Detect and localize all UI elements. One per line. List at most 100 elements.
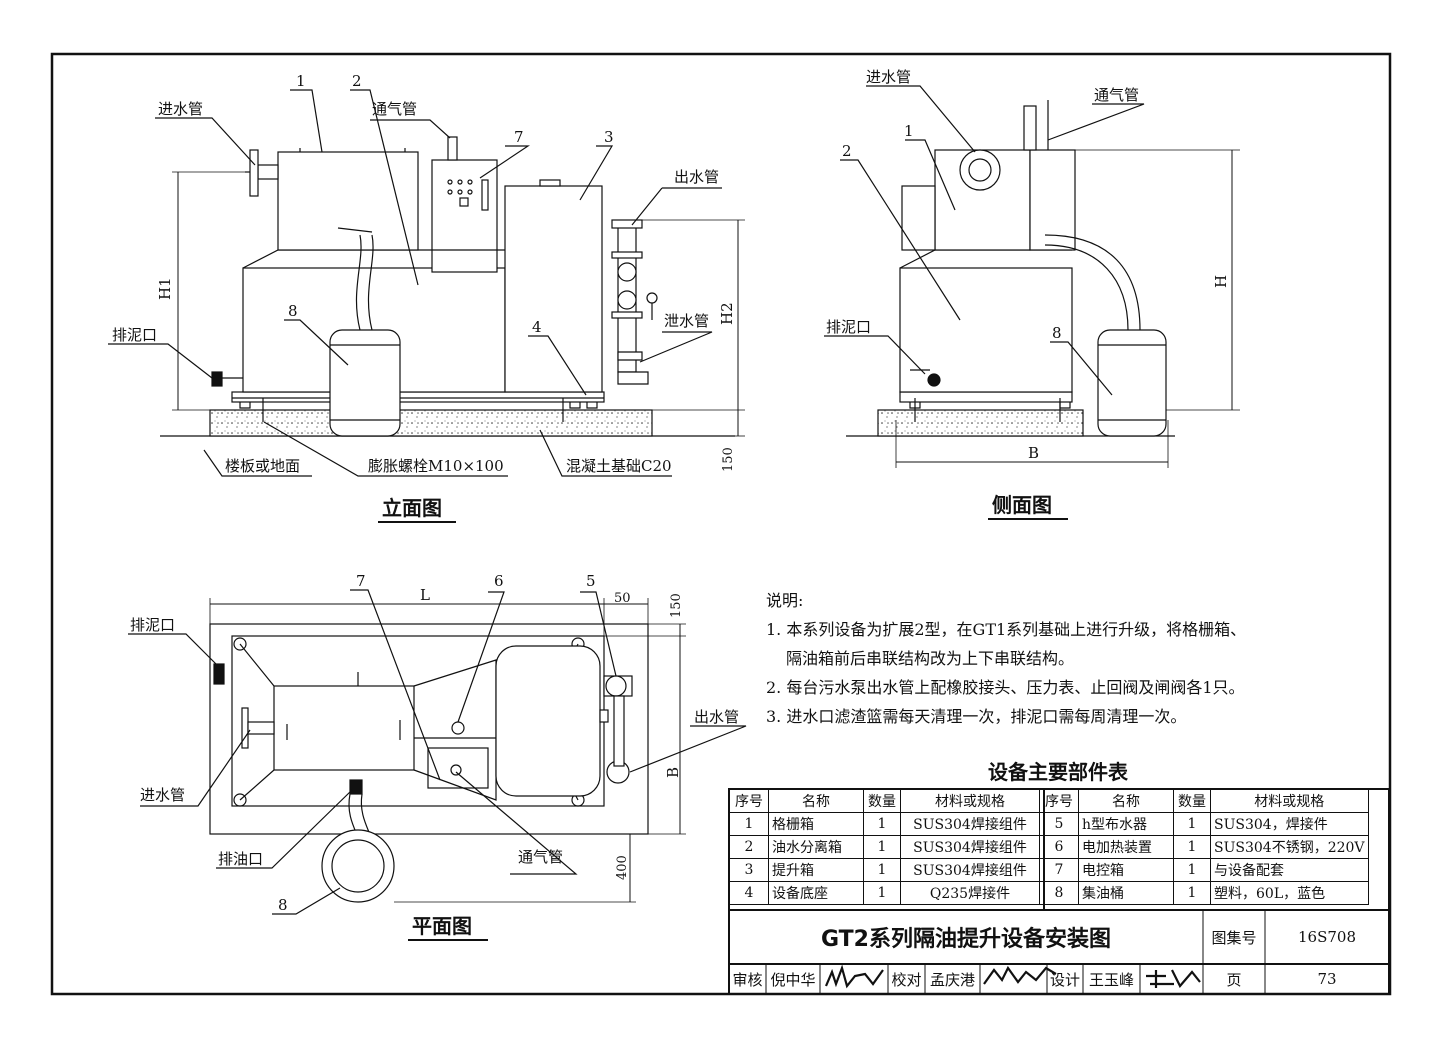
table-cell: Q235焊接件	[900, 881, 1040, 905]
table-cell: 1	[1173, 858, 1211, 882]
front-floor-label: 楼板或地面	[225, 457, 300, 475]
plan-400-dim: 400	[615, 855, 630, 880]
atlas-label: 图集号	[1211, 928, 1257, 947]
table-row: 3 提升箱 1 SUS304焊接组件 7 电控箱 1 与设备配套	[729, 858, 1369, 882]
table-cell: 塑料，60L，蓝色	[1210, 881, 1369, 905]
side-callout-1: 1	[904, 122, 914, 140]
table-cell: 2	[729, 835, 769, 859]
col-header: 数量	[1173, 789, 1211, 813]
side-view	[824, 85, 1240, 468]
table-cell: 4	[729, 881, 769, 905]
col-header: 材料或规格	[900, 789, 1040, 813]
front-callout-7: 7	[514, 128, 524, 146]
table-cell: 格栅箱	[768, 812, 864, 836]
table-cell: SUS304，焊接件	[1210, 812, 1369, 836]
side-view-title: 侧面图	[992, 493, 1052, 517]
plan-50-dim: 50	[614, 591, 631, 606]
table-cell: 电加热装置	[1078, 835, 1174, 859]
review-label: 审核	[732, 970, 763, 989]
table-cell: 3	[729, 858, 769, 882]
table-row: 1 格栅箱 1 SUS304焊接组件 5 h型布水器 1 SUS304，焊接件	[729, 812, 1369, 836]
designer-name: 王玉峰	[1088, 970, 1134, 989]
table-cell: 1	[863, 881, 901, 905]
front-inlet-label: 进水管	[158, 100, 203, 118]
parts-table: 序号 名称 数量 材料或规格 序号 名称 数量 材料或规格 1 格栅箱 1 SU…	[729, 789, 1369, 905]
plan-view	[128, 589, 747, 915]
front-h1-dim: H1	[156, 277, 174, 300]
table-cell: SUS304焊接组件	[900, 835, 1040, 859]
side-h-dim: H	[1212, 275, 1230, 288]
table-cell: 与设备配套	[1210, 858, 1369, 882]
plan-b-dim: B	[664, 767, 682, 778]
side-callout-8: 8	[1052, 324, 1062, 342]
side-b-dim: B	[1028, 444, 1039, 462]
table-cell: 1	[1173, 835, 1211, 859]
page-label: 页	[1226, 970, 1242, 989]
notes: 说明: 1. 本系列设备为扩展2型，在GT1系列基础上进行升级，将格栅箱、 隔油…	[766, 586, 1366, 731]
plan-callout-7: 7	[356, 572, 366, 590]
table-cell: 1	[863, 835, 901, 859]
table-row: 2 油水分离箱 1 SUS304焊接组件 6 电加热装置 1 SUS304不锈钢…	[729, 835, 1369, 859]
table-cell: 8	[1039, 881, 1079, 905]
reviewer-signature	[824, 964, 884, 989]
plan-l-dim: L	[420, 586, 430, 604]
table-cell: 1	[1173, 812, 1211, 836]
table-cell: 提升箱	[768, 858, 864, 882]
col-header: 名称	[1078, 789, 1174, 813]
designer-signature	[1146, 969, 1201, 988]
front-vent-label: 通气管	[372, 100, 417, 118]
plan-callout-8: 8	[278, 896, 288, 914]
side-sludge-label: 排泥口	[826, 318, 871, 336]
table-cell: 设备底座	[768, 881, 864, 905]
table-cell: 电控箱	[1078, 858, 1174, 882]
check-label: 校对	[891, 970, 922, 989]
drawing-frame	[50, 52, 1392, 996]
table-cell: 1	[863, 858, 901, 882]
notes-line-3: 3. 进水口滤渣篮需每天清理一次，排泥口需每周清理一次。	[766, 707, 1187, 726]
plan-150-dim: 150	[669, 593, 684, 618]
front-callout-1: 1	[296, 72, 306, 90]
table-row: 4 设备底座 1 Q235焊接件 8 集油桶 1 塑料，60L，蓝色	[729, 881, 1369, 905]
drawing-title: GT2系列隔油提升设备安装图	[821, 927, 1111, 952]
side-concrete-base	[877, 409, 1084, 437]
col-header: 数量	[863, 789, 901, 813]
notes-heading: 说明:	[766, 591, 804, 610]
table-cell: 集油桶	[1078, 881, 1174, 905]
front-drain-label: 泄水管	[664, 312, 709, 330]
table-cell: SUS304焊接组件	[900, 858, 1040, 882]
front-callout-4: 4	[532, 318, 542, 336]
design-label: 设计	[1049, 970, 1080, 989]
checker-signature	[983, 965, 1057, 985]
side-inlet-label: 进水管	[866, 68, 911, 86]
front-outlet-label: 出水管	[674, 168, 719, 186]
page-number: 73	[1317, 970, 1337, 988]
signatures	[824, 964, 1201, 989]
plan-callout-6: 6	[494, 572, 504, 590]
front-150-dim: 150	[721, 447, 736, 472]
parts-table-header: 序号 名称 数量 材料或规格 序号 名称 数量 材料或规格	[729, 789, 1369, 813]
front-sludge-label: 排泥口	[112, 326, 157, 344]
table-cell: h型布水器	[1078, 812, 1174, 836]
side-vent-label: 通气管	[1094, 86, 1139, 104]
table-cell: SUS304不锈钢，220V	[1210, 835, 1369, 859]
front-callout-3: 3	[604, 128, 614, 146]
title-block-grid	[765, 910, 1266, 994]
plan-inlet-label: 进水管	[140, 786, 185, 804]
reviewer-name: 倪中华	[770, 970, 816, 989]
atlas-number: 16S708	[1298, 928, 1356, 946]
plan-callout-5: 5	[586, 572, 596, 590]
plan-outlet-label: 出水管	[694, 708, 739, 726]
front-elevation	[108, 89, 745, 477]
title-block: GT2系列隔油提升设备安装图 图集号 16S708 审核 倪中华 校对 孟庆港 …	[729, 910, 1389, 994]
col-header: 材料或规格	[1210, 789, 1369, 813]
front-callout-2: 2	[352, 72, 362, 90]
parts-table-title: 设备主要部件表	[988, 760, 1128, 784]
col-header: 序号	[729, 789, 769, 813]
plan-vent-label: 通气管	[518, 848, 563, 866]
table-cell: SUS304焊接组件	[900, 812, 1040, 836]
table-cell: 油水分离箱	[768, 835, 864, 859]
checker-name: 孟庆港	[929, 970, 975, 989]
plan-oil-label: 排油口	[218, 850, 263, 868]
concrete-base	[209, 409, 653, 437]
